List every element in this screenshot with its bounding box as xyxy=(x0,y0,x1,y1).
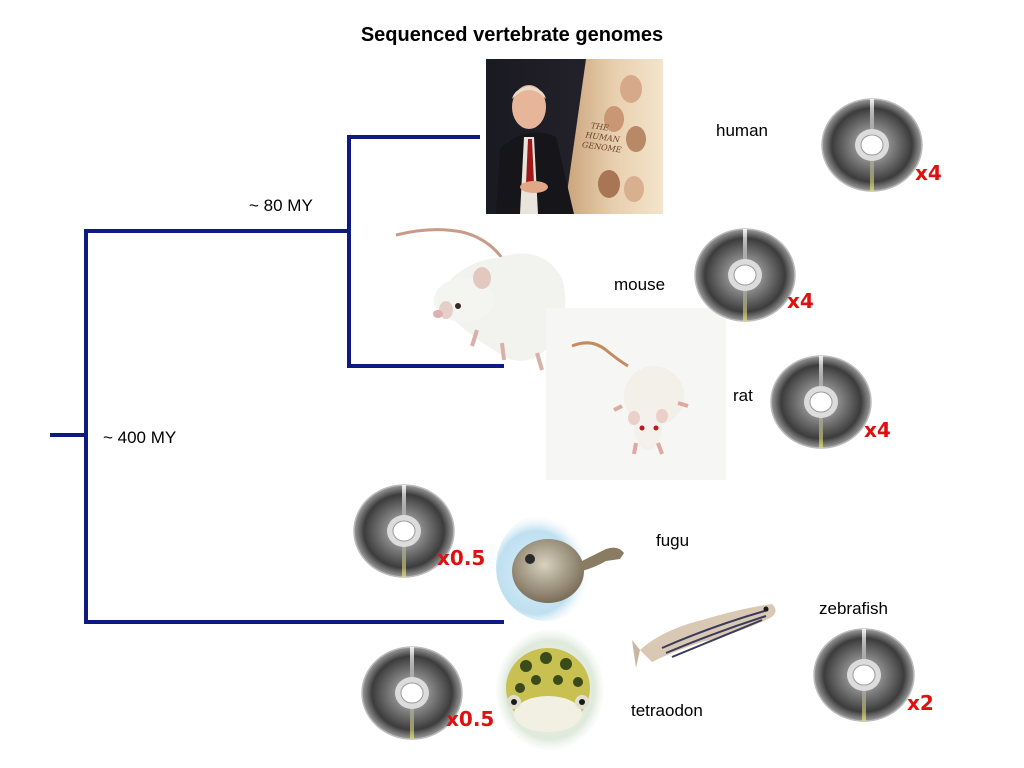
cd-disc-icon xyxy=(353,484,455,578)
cd-disc-icon xyxy=(821,98,923,192)
cd-disc-icon xyxy=(770,355,872,449)
zebrafish-photo xyxy=(632,604,776,668)
species-label-human: human xyxy=(716,121,768,140)
coverage-badge-human: x4 xyxy=(915,161,942,185)
fugu-photo xyxy=(496,513,624,621)
species-label-tetraodon: tetraodon xyxy=(631,701,703,720)
cd-disc-icon xyxy=(694,228,796,322)
cd-disc-icon xyxy=(361,646,463,740)
coverage-badge-mouse: x4 xyxy=(787,289,814,313)
divergence-label-80my: ~ 80 MY xyxy=(249,196,313,215)
coverage-badge-zebrafish: x2 xyxy=(907,691,934,715)
human-genome-photo: THE HUMAN GENOME xyxy=(486,59,663,214)
species-label-zebrafish: zebrafish xyxy=(819,599,888,618)
species-label-rat: rat xyxy=(733,386,753,405)
poster-text-line1: THE xyxy=(590,121,609,132)
coverage-badge-rat: x4 xyxy=(864,418,891,442)
divergence-label-400my: ~ 400 MY xyxy=(103,428,177,447)
tetraodon-photo xyxy=(496,630,604,750)
coverage-badge-fugu: x0.5 xyxy=(437,546,486,570)
mouse-photo xyxy=(395,228,566,371)
coverage-badge-tetraodon: x0.5 xyxy=(446,707,495,731)
species-label-fugu: fugu xyxy=(656,531,690,550)
rat-photo xyxy=(546,308,726,480)
species-label-mouse: mouse xyxy=(614,275,666,294)
cd-disc-icon xyxy=(813,628,915,722)
diagram-title: Sequenced vertebrate genomes xyxy=(360,24,664,46)
